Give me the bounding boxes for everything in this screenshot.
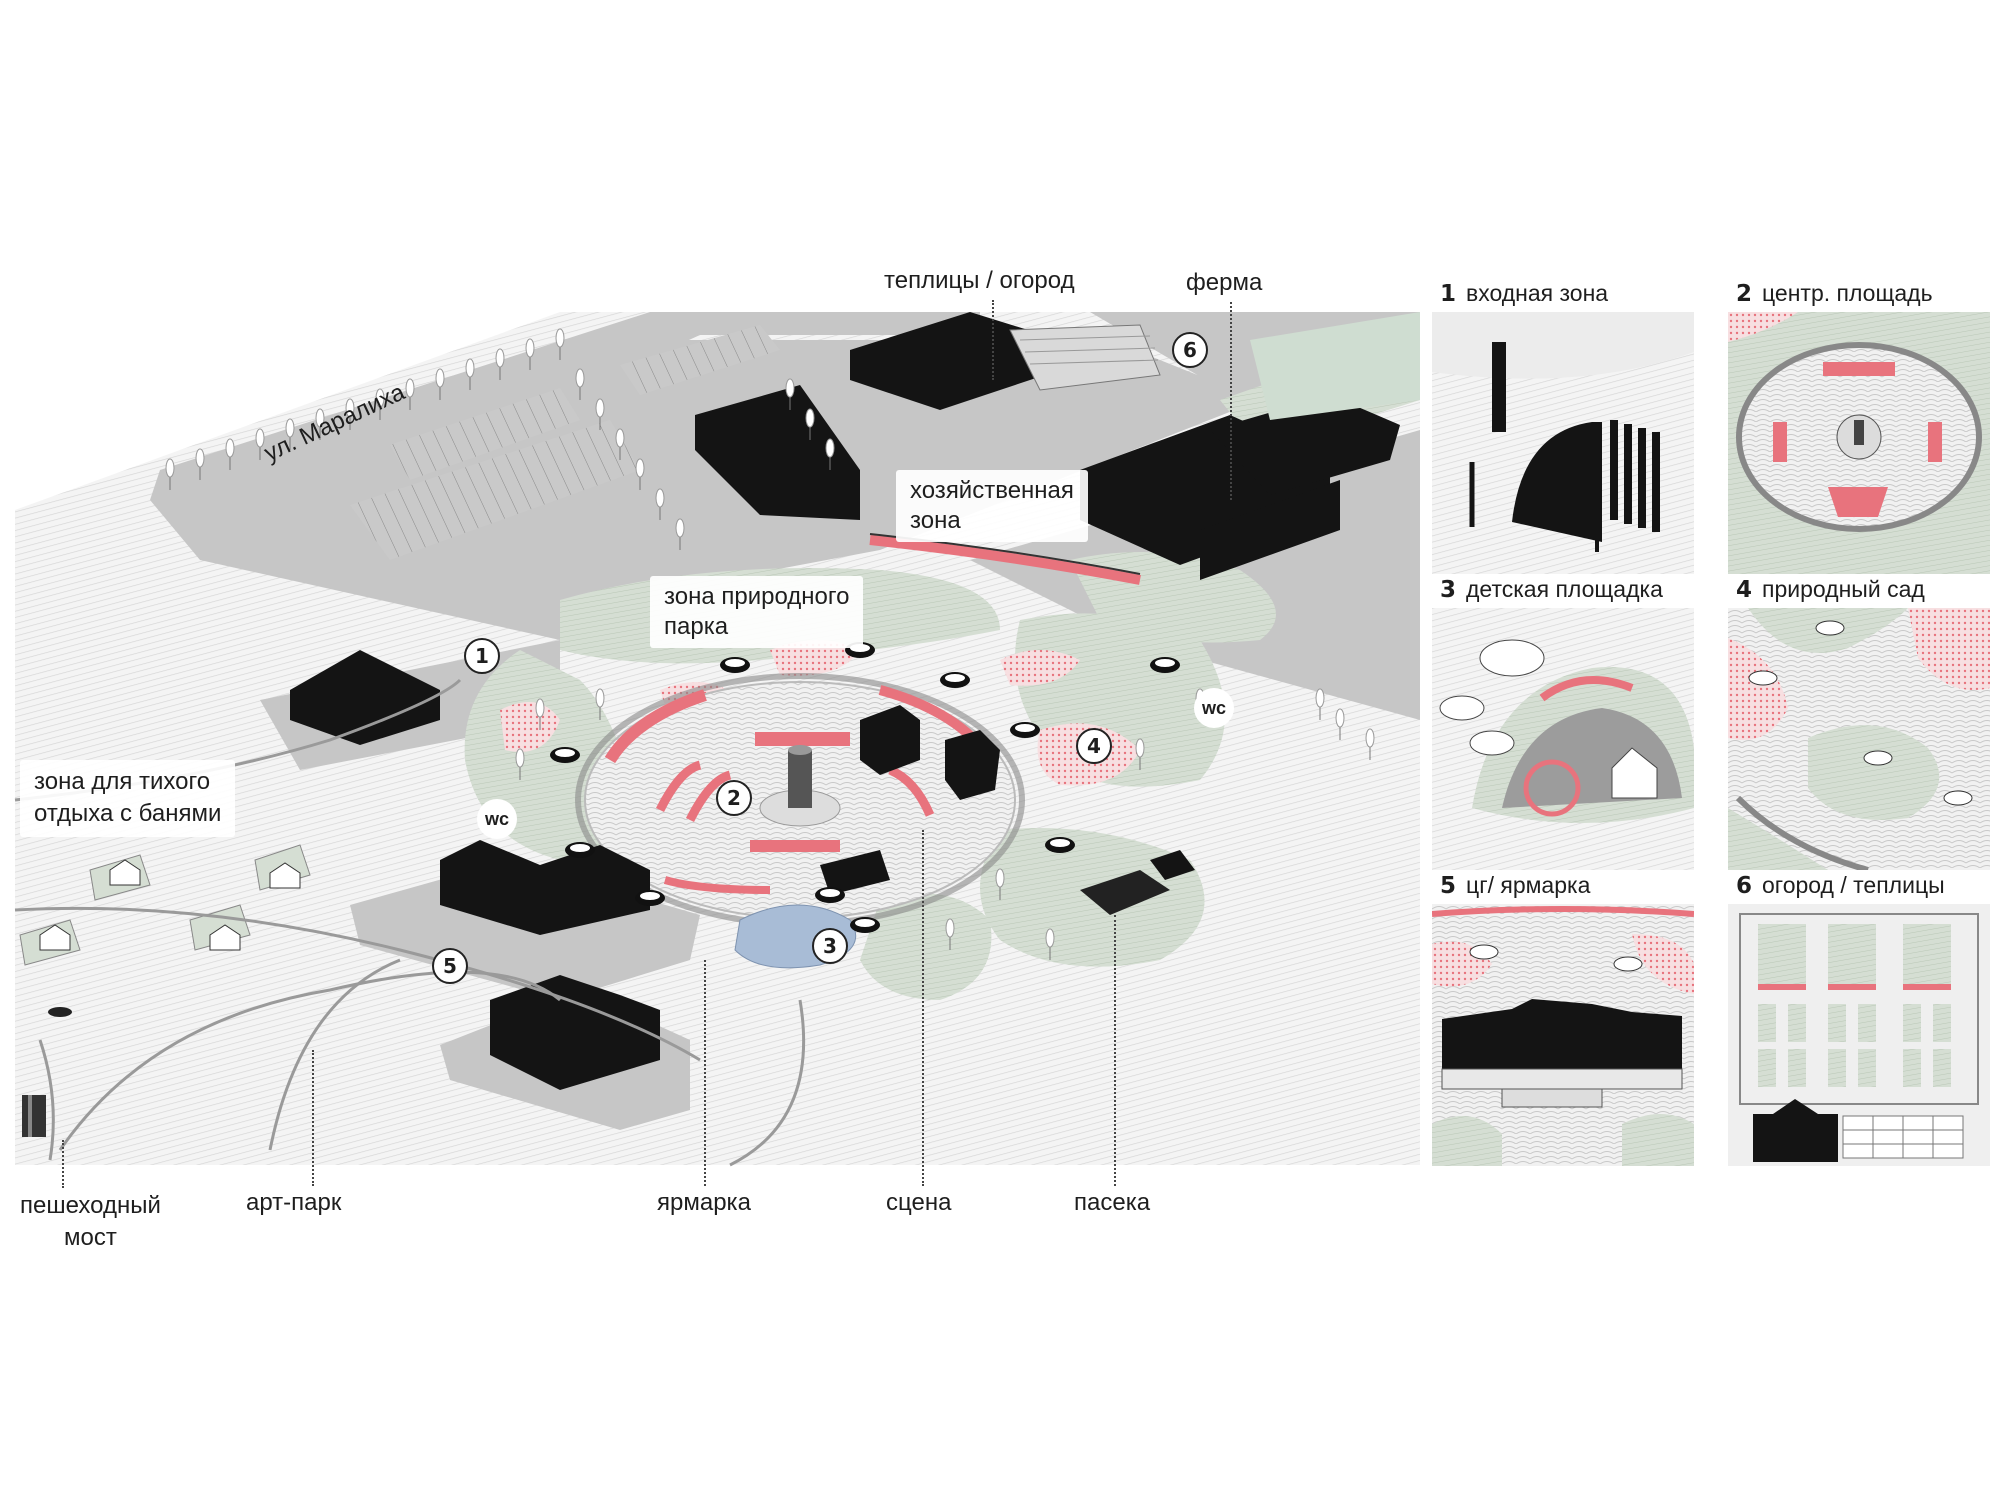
callout-stage: сцена (886, 1189, 952, 1216)
callout-nature-park-zone: зона природного парка (650, 576, 864, 648)
panel-entrance-drawing (1432, 312, 1694, 574)
panel-greenhouse-drawing (1728, 904, 1990, 1166)
panel-garden-drawing (1728, 608, 1990, 870)
panel-central-square[interactable] (1728, 312, 1990, 574)
panel-playground[interactable] (1432, 608, 1694, 870)
panel-title-text: огород / теплицы (1762, 872, 1945, 898)
panel-title-text: детская площадка (1466, 576, 1663, 602)
callout-art-park: арт-парк (246, 1189, 342, 1216)
panel-title-3: 3 детская площадка (1440, 576, 1663, 603)
marker-6[interactable]: 6 (1172, 332, 1208, 368)
panel-number: 1 (1440, 281, 1457, 307)
leader-line (1230, 302, 1232, 500)
marker-3[interactable]: 3 (812, 928, 848, 964)
panel-title-6: 6 огород / теплицы (1736, 872, 1945, 899)
marker-2[interactable]: 2 (716, 780, 752, 816)
panel-title-text: природный сад (1762, 576, 1925, 602)
wc-icon: wc (477, 799, 517, 839)
marker-4[interactable]: 4 (1076, 728, 1112, 764)
panel-title-4: 4 природный сад (1736, 576, 1925, 603)
callout-footbridge: пешеходный мост (20, 1192, 161, 1252)
callout-fair: ярмарка (657, 1189, 751, 1216)
leader-line (312, 1050, 314, 1186)
panel-title-text: входная зона (1466, 280, 1609, 306)
callout-apiary: пасека (1074, 1189, 1151, 1216)
leader-line (704, 960, 706, 1186)
panel-number: 2 (1736, 281, 1753, 307)
panel-title-text: центр. площадь (1762, 280, 1933, 306)
callout-quiet-rest-zone: зона для тихого отдыха с банями (20, 760, 236, 837)
leader-line (1114, 915, 1116, 1186)
panel-cultural-center-fair[interactable] (1432, 904, 1694, 1166)
leader-line (62, 1140, 64, 1188)
panel-number: 6 (1736, 873, 1753, 899)
panel-playground-drawing (1432, 608, 1694, 870)
leader-line (922, 830, 924, 1186)
wc-icon: wc (1194, 688, 1234, 728)
panel-title-1: 1 входная зона (1440, 280, 1608, 307)
marker-1[interactable]: 1 (464, 638, 500, 674)
callout-utility-zone: хозяйственная зона (896, 470, 1088, 542)
marker-5[interactable]: 5 (432, 948, 468, 984)
panel-title-2: 2 центр. площадь (1736, 280, 1933, 307)
panel-title-5: 5 цг/ ярмарка (1440, 872, 1590, 899)
panel-vegetable-garden-greenhouses[interactable] (1728, 904, 1990, 1166)
panel-fair-drawing (1432, 904, 1694, 1166)
panel-title-text: цг/ ярмарка (1466, 872, 1591, 898)
panel-central-drawing (1728, 312, 1990, 574)
panel-nature-garden[interactable] (1728, 608, 1990, 870)
panel-number: 5 (1440, 873, 1457, 899)
callout-greenhouses: теплицы / огород (884, 267, 1075, 294)
leader-line (992, 300, 994, 380)
panel-number: 4 (1736, 577, 1753, 603)
panel-entrance-zone[interactable] (1432, 312, 1694, 574)
panel-number: 3 (1440, 577, 1457, 603)
callout-farm: ферма (1186, 269, 1263, 296)
